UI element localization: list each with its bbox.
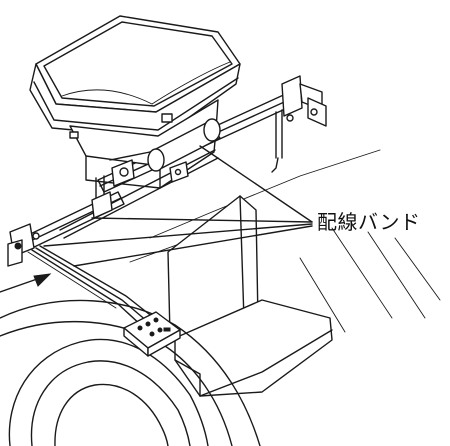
control-box — [123, 311, 181, 357]
wiring-band-label: 配線バンド — [317, 210, 421, 234]
wiring-harness — [27, 245, 155, 327]
tractor-body-outline — [129, 149, 441, 333]
left-clamp — [7, 223, 40, 267]
right-bracket — [271, 75, 327, 173]
wiring-band-leader-lines — [43, 145, 313, 267]
seat — [167, 195, 333, 397]
harness-arrow — [0, 273, 52, 293]
spreader-motor — [109, 118, 221, 187]
